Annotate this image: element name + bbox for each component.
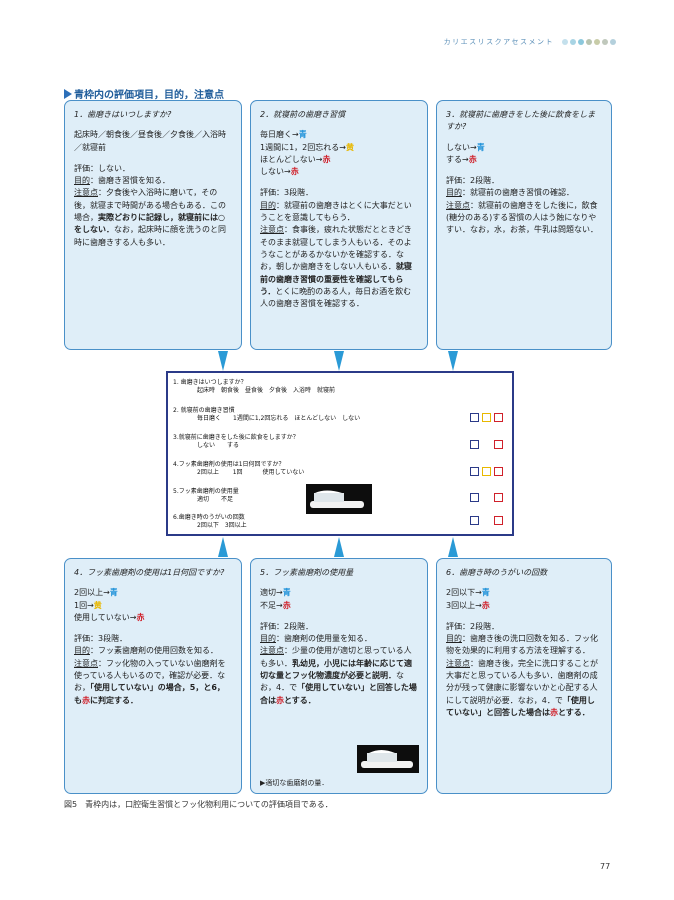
- section-heading: 青枠内の評価項目，目的，注意点: [64, 86, 224, 101]
- toothbrush-illustration: [306, 484, 372, 514]
- answer-line: 使用していない→赤: [74, 612, 232, 624]
- item-title: 1．歯磨きはいつしますか?: [74, 109, 232, 121]
- checkbox-blue[interactable]: [470, 440, 479, 449]
- answer-line: ほとんどしない→赤: [260, 154, 418, 166]
- item-purpose: 目的：歯磨き習慣を知る．: [74, 175, 232, 187]
- item-box-6: 6．歯磨き時のうがいの回数 2回以下→青 3回以上→赤 評価：2段階． 目的：歯…: [436, 558, 612, 794]
- header-dot: [570, 39, 576, 45]
- checkbox-row-2: [470, 413, 503, 422]
- checkbox-blue[interactable]: [470, 493, 479, 502]
- question-6: 6.歯磨き時のうがいの回数 2回以下 3回以上: [173, 514, 247, 530]
- item-purpose: 目的：フッ素歯磨剤の使用回数を知る．: [74, 645, 232, 657]
- checkbox-yellow[interactable]: [482, 467, 491, 476]
- answer-line: しない→赤: [260, 166, 418, 178]
- checkbox-yellow[interactable]: [482, 413, 491, 422]
- answer-line: しない→青: [446, 142, 602, 154]
- question-3: 3.就寝前に歯磨きをした後に飲食をしますか？ しない する: [173, 434, 299, 450]
- item-title: 4．フッ素歯磨剤の使用は1日何回ですか?: [74, 567, 232, 579]
- checkbox-red[interactable]: [494, 440, 503, 449]
- item-eval: 評価：2段階．: [446, 175, 602, 187]
- item-purpose: 目的：就寝前の歯磨きはとくに大事だということを意識してもらう．: [260, 200, 418, 225]
- checkbox-blue[interactable]: [470, 516, 479, 525]
- section-heading-text: 青枠内の評価項目，目的，注意点: [74, 86, 224, 101]
- triangle-bullet-icon: [64, 89, 72, 99]
- arrow-down-icon: [448, 351, 458, 371]
- checkbox-red[interactable]: [494, 493, 503, 502]
- item-caution: 注意点：食事後，疲れた状態だとときどきそのまま就寝してしまう人もいる．そのような…: [260, 224, 418, 310]
- header-dot: [562, 39, 568, 45]
- answer-line: 2回以下→青: [446, 587, 602, 599]
- item-purpose: 目的：歯磨剤の使用量を知る．: [260, 633, 418, 645]
- item-box-3: 3．就寝前に歯磨きをした後に飲食をしますか? しない→青 する→赤 評価：2段階…: [436, 100, 612, 350]
- item-eval: 評価：3段階．: [260, 187, 418, 199]
- answer-line: 毎日磨く→青: [260, 129, 418, 141]
- question-1: 1. 歯磨きはいつしますか？ 起床時 朝食後 昼食後 夕食後 入浴時 就寝前: [173, 379, 335, 395]
- item-caution: 注意点：夕食後や入浴時に磨いて，その後，就寝まで時間がある場合もある．この場合，…: [74, 187, 232, 248]
- answer-line: する→赤: [446, 154, 602, 166]
- checkbox-row-6: [470, 516, 503, 525]
- answer-line: 2回以上→青: [74, 587, 232, 599]
- checkbox-blue[interactable]: [470, 467, 479, 476]
- arrow-up-icon: [448, 537, 458, 557]
- item-eval: 評価：3段階．: [74, 633, 232, 645]
- item-caution: 注意点：歯磨き後，完全に洗口することが大事だと思っている人も多い．歯磨剤の成分が…: [446, 658, 602, 719]
- item-caution: 注意点：少量の使用が適切と思っている人も多い．乳幼児，小児には年齢に応じて適切な…: [260, 645, 418, 706]
- page-number: 77: [600, 862, 610, 871]
- item-box-4: 4．フッ素歯磨剤の使用は1日何回ですか? 2回以上→青 1回→黄 使用していない…: [64, 558, 242, 794]
- arrow-down-icon: [218, 351, 228, 371]
- running-header: カリエスリスクアセスメント: [444, 37, 616, 47]
- answer-line: 不足→赤: [260, 600, 418, 612]
- questionnaire-sheet: 1. 歯磨きはいつしますか？ 起床時 朝食後 昼食後 夕食後 入浴時 就寝前 2…: [166, 371, 514, 536]
- checkbox-red[interactable]: [494, 467, 503, 476]
- item-purpose: 目的：就寝前の歯磨き習慣の確認．: [446, 187, 602, 199]
- checkbox-row-3: [470, 440, 503, 449]
- toothpaste-photo: [357, 745, 419, 773]
- toothbrush-photo: [306, 484, 372, 514]
- toothbrush-illustration: [357, 745, 419, 773]
- item-title: 2．就寝前の歯磨き習慣: [260, 109, 418, 121]
- item-box-5: 5．フッ素歯磨剤の使用量 適切→青 不足→赤 評価：2段階． 目的：歯磨剤の使用…: [250, 558, 428, 794]
- answer-line: 1回→黄: [74, 600, 232, 612]
- header-dot: [578, 39, 584, 45]
- running-header-title: カリエスリスクアセスメント: [444, 37, 554, 47]
- answer-line: 1週間に1，2回忘れる→黄: [260, 142, 418, 154]
- checkbox-red[interactable]: [494, 413, 503, 422]
- answer-line: 3回以上→赤: [446, 600, 602, 612]
- answer-line: 適切→青: [260, 587, 418, 599]
- photo-caption: ▶適切な歯磨剤の量．: [260, 777, 328, 789]
- header-dot: [586, 39, 592, 45]
- item-eval: 評価：2段階．: [260, 621, 418, 633]
- item-purpose: 目的：歯磨き後の洗口回数を知る．フッ化物を効果的に利用する方法を理解する．: [446, 633, 602, 658]
- item-title: 3．就寝前に歯磨きをした後に飲食をしますか?: [446, 109, 602, 134]
- item-caution: 注意点：フッ化物の入っていない歯磨剤を使っている人もいるので，確認が必要．なお，…: [74, 658, 232, 707]
- arrow-up-icon: [218, 537, 228, 557]
- arrow-up-icon: [334, 537, 344, 557]
- checkbox-row-5: [470, 493, 503, 502]
- checkbox-blue[interactable]: [470, 413, 479, 422]
- item-caution: 注意点：就寝前の歯磨きをした後に，飲食(糖分のある)する習慣の人はう蝕になりやす…: [446, 200, 602, 237]
- header-dot: [602, 39, 608, 45]
- item-box-1: 1．歯磨きはいつしますか? 起床時／朝食後／昼食後／夕食後／入浴時／就寝前 評価…: [64, 100, 242, 350]
- item-eval: 評価：2段階．: [446, 621, 602, 633]
- arrow-down-icon: [334, 351, 344, 371]
- header-dot: [594, 39, 600, 45]
- item-box-2: 2．就寝前の歯磨き習慣 毎日磨く→青 1週間に1，2回忘れる→黄 ほとんどしない…: [250, 100, 428, 350]
- question-5: 5.フッ素歯磨剤の使用量 適切 不足: [173, 488, 239, 504]
- header-dots: [562, 39, 616, 45]
- checkbox-row-4: [470, 467, 503, 476]
- item-eval: 評価：しない．: [74, 163, 232, 175]
- header-dot: [610, 39, 616, 45]
- item-title: 5．フッ素歯磨剤の使用量: [260, 567, 418, 579]
- checkbox-red[interactable]: [494, 516, 503, 525]
- item-title: 6．歯磨き時のうがいの回数: [446, 567, 602, 579]
- figure-caption: 図5 青枠内は，口腔衛生習慣とフッ化物利用についての評価項目である．: [64, 799, 333, 810]
- item-options: 起床時／朝食後／昼食後／夕食後／入浴時／就寝前: [74, 129, 232, 154]
- question-4: 4.フッ素歯磨剤の使用は1日何回ですか？ 2回以上 1回 使用していない: [173, 461, 304, 477]
- question-2: 2. 就寝前の歯磨き習慣 毎日磨く 1週間に1,2回忘れる ほとんどしない しな…: [173, 407, 360, 423]
